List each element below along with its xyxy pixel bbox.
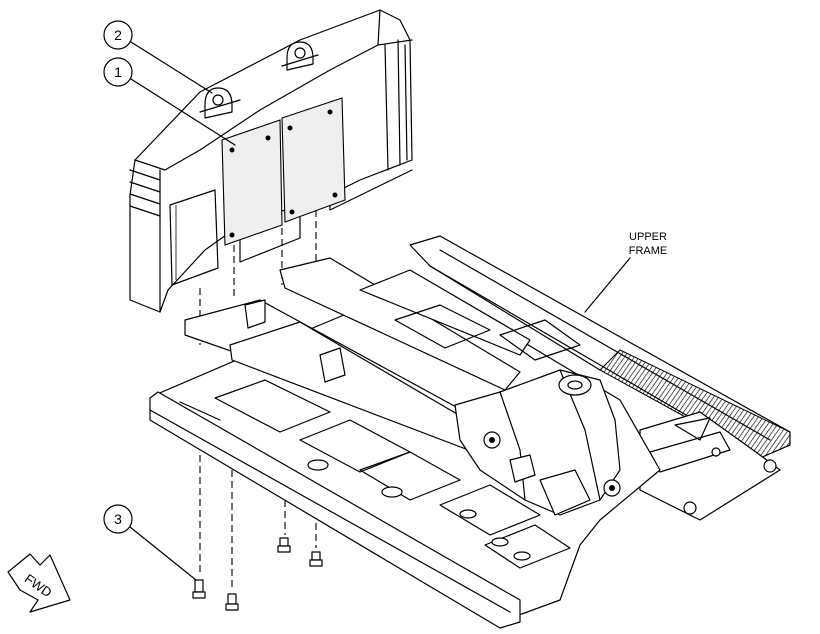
callout-1-number: 1 (114, 64, 122, 80)
upper-frame-label-line1: UPPER (629, 231, 667, 243)
bolt (277, 537, 291, 553)
callout-2: 2 (103, 20, 213, 94)
callout-3: 3 (103, 504, 197, 581)
upper-frame-label-line2: FRAME (629, 245, 668, 257)
mounting-plate-right (281, 97, 346, 223)
callout-1: 1 (103, 57, 236, 146)
bolt (309, 551, 323, 567)
mounting-plate-left (221, 119, 283, 246)
mounting-bolts (192, 537, 323, 611)
upper-frame-label: UPPER FRAME (584, 231, 668, 313)
forward-arrow-icon: FWD (7, 553, 71, 613)
bolt (225, 593, 239, 611)
frame-rail-hatched (599, 349, 791, 459)
callout-2-number: 2 (114, 27, 122, 43)
bolt (192, 579, 206, 599)
counterweight (129, 9, 413, 313)
lifting-eye-right (281, 41, 319, 71)
upper-frame (149, 235, 791, 629)
callout-3-number: 3 (114, 511, 122, 527)
lifting-eye-left (199, 87, 241, 119)
